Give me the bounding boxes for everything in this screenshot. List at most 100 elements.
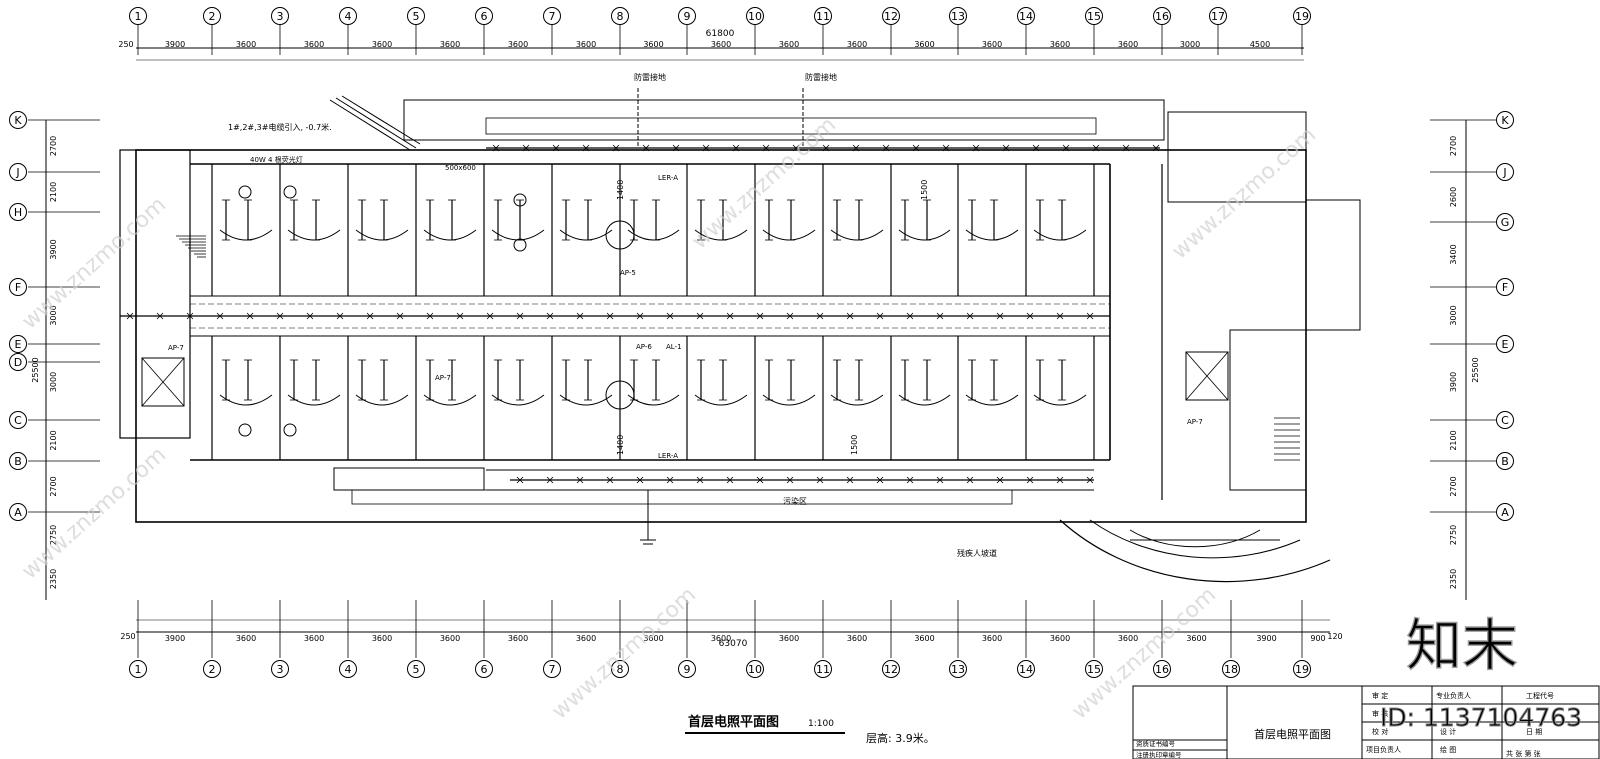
dimension-span: 3400: [1449, 244, 1458, 264]
grid-axis-label-circle: [1017, 7, 1035, 25]
wiring-arc: [694, 229, 748, 241]
circuit-tick: [996, 312, 1004, 320]
circuit-tick: [456, 312, 464, 320]
dimension-total: 25500: [31, 357, 40, 382]
grid-axis-label-circle: [814, 660, 832, 678]
dimension-span: 3600: [914, 40, 934, 49]
east-toilet-block: [1305, 199, 1361, 331]
grid-axis-label: 6: [481, 10, 488, 23]
grid-axis-label: F: [1502, 281, 1508, 294]
wiring-arc: [491, 394, 545, 406]
circuit-tick: [306, 312, 314, 320]
grid-axis-label-circle: [949, 660, 967, 678]
dimension-span: 3600: [779, 40, 799, 49]
wiring-arc: [762, 229, 816, 241]
drawing-title: 首层电照平面图: [688, 714, 779, 730]
dimension-span: 2600: [1449, 187, 1458, 207]
dimension-span: 2350: [1449, 569, 1458, 589]
grid-axis-label-circle: [203, 660, 221, 678]
dimension-span: 3600: [236, 40, 256, 49]
dimension-span: 3600: [304, 40, 324, 49]
grid-axis-label: 13: [951, 10, 965, 23]
tb-date: 日 期: [1526, 728, 1542, 736]
cable-entry-note: 1#,2#,3#电缆引入, -0.7米.: [228, 122, 332, 132]
dimension-span: 3900: [1256, 634, 1276, 643]
ramp-label: 残疾人坡道: [957, 548, 997, 558]
dimension-span: 3600: [643, 40, 663, 49]
grid-axis-label-circle: [9, 411, 27, 429]
height-dimension: 1500: [850, 435, 859, 455]
grid-axis-label: 10: [748, 10, 762, 23]
light-fixture: [513, 238, 527, 252]
circuit-tick: [726, 476, 734, 484]
cable-entry: [335, 97, 417, 149]
dimension-span: 3900: [1449, 372, 1458, 392]
circuit-tick: [1122, 144, 1130, 152]
grid-axis-label-circle: [949, 7, 967, 25]
dimension-span: 3600: [982, 40, 1002, 49]
grid-axis-label-circle: [9, 111, 27, 129]
circuit-tick: [186, 312, 194, 320]
light-fixture: [238, 423, 252, 437]
wiring-arc: [287, 229, 341, 241]
grid-axis-label: E: [15, 338, 22, 351]
tb-cert: 注册执印章编号: [1136, 750, 1182, 759]
circuit-tick: [486, 312, 494, 320]
tb-code: 工程代号: [1526, 691, 1554, 700]
grid-axis-label-circle: [9, 335, 27, 353]
wiring-arc: [355, 229, 409, 241]
dimension-span: 2700: [49, 136, 58, 156]
wiring-arc: [1033, 229, 1087, 241]
grid-axis-label-circle: [814, 7, 832, 25]
grid-axis-label: 3: [277, 663, 284, 676]
wiring-arc: [762, 394, 816, 406]
grid-axis-label-circle: [678, 660, 696, 678]
dimension-span: 2700: [1449, 136, 1458, 156]
grid-axis-label-circle: [882, 7, 900, 25]
grid-axis-label-circle: [129, 660, 147, 678]
dimension-span: 3600: [1186, 634, 1206, 643]
grid-axis-label-circle: [1085, 7, 1103, 25]
tb-row: 审 定: [1372, 691, 1388, 700]
wiring-arc: [491, 229, 545, 241]
light-fixture: [238, 185, 252, 199]
light-fixture: [513, 193, 527, 207]
grid-axis-label: 5: [413, 663, 420, 676]
circuit-tick: [642, 144, 650, 152]
tb-sheet: 共 张 第 张: [1506, 749, 1541, 758]
grid-axis-label: F: [15, 281, 21, 294]
circuit-tick: [1002, 144, 1010, 152]
circuit-tick: [492, 144, 500, 152]
dimension-span: 2750: [49, 525, 58, 545]
dimension-span: 3600: [1050, 40, 1070, 49]
circuit-tick: [1056, 476, 1064, 484]
wiring-arc: [423, 394, 477, 406]
grid-axis-label: 14: [1019, 10, 1033, 23]
grid-axis-label-circle: [1496, 213, 1514, 231]
light-fixture: [605, 380, 635, 410]
dimension-span: 3600: [711, 40, 731, 49]
wiring-arc: [898, 229, 951, 241]
light-fixture: [283, 423, 297, 437]
grid-axis-label: B: [14, 455, 22, 468]
dimension-span: 2100: [49, 430, 58, 450]
circuit-tick: [996, 476, 1004, 484]
circuit-tick: [816, 476, 824, 484]
dimension-span: 3600: [440, 40, 460, 49]
circuit-tick: [702, 144, 710, 152]
circuit-tick: [936, 476, 944, 484]
circuit-tick: [426, 312, 434, 320]
circuit-tick: [1026, 312, 1034, 320]
circuit-tick: [546, 476, 554, 484]
circuit-tick: [576, 476, 584, 484]
circuit-tick: [756, 476, 764, 484]
grid-axis-label: 4: [345, 10, 352, 23]
circuit-tick: [876, 312, 884, 320]
dimension-span: 3600: [372, 634, 392, 643]
grid-axis-label-circle: [9, 203, 27, 221]
circuit-tick: [672, 144, 680, 152]
dimension-span: 3600: [508, 40, 528, 49]
dimension-span: 3600: [576, 634, 596, 643]
